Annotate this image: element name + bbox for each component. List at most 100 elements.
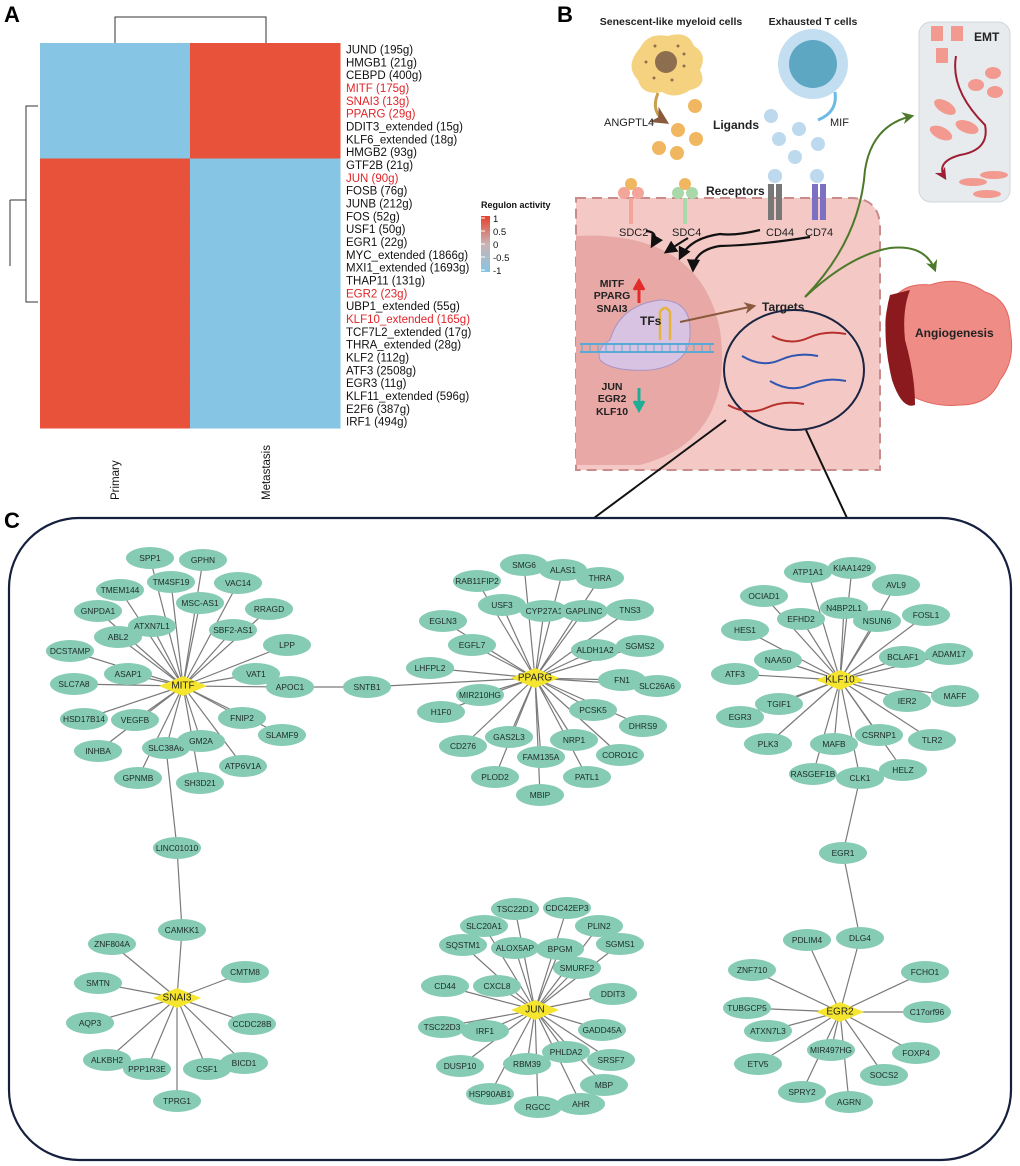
target-node[interactable]: CYP27A1 xyxy=(520,600,568,622)
target-node[interactable]: BPGM xyxy=(536,938,584,960)
target-node[interactable]: NAA50 xyxy=(754,649,802,671)
target-node[interactable]: EGFL7 xyxy=(448,634,496,656)
target-node[interactable]: GM2A xyxy=(177,730,225,752)
target-node[interactable]: CD276 xyxy=(439,735,487,757)
target-node[interactable]: H1F0 xyxy=(417,701,465,723)
target-node[interactable]: DCSTAMP xyxy=(46,640,94,662)
target-node[interactable]: GADD45A xyxy=(578,1019,626,1041)
target-node[interactable]: ALDH1A2 xyxy=(571,639,619,661)
target-node[interactable]: PCSK5 xyxy=(569,699,617,721)
target-node[interactable]: ABL2 xyxy=(94,626,142,648)
target-node[interactable]: CAMKK1 xyxy=(158,919,206,941)
target-node[interactable]: GPHN xyxy=(179,549,227,571)
target-node[interactable]: THRA xyxy=(576,567,624,589)
target-node[interactable]: SMTN xyxy=(74,972,122,994)
target-node[interactable]: SBF2-AS1 xyxy=(209,619,257,641)
target-node[interactable]: ATP6V1A xyxy=(219,755,267,777)
target-node[interactable]: CSRNP1 xyxy=(855,724,903,746)
target-node[interactable]: MAFF xyxy=(931,685,979,707)
target-node[interactable]: SLAMF9 xyxy=(258,724,306,746)
target-node[interactable]: RASGEF1B xyxy=(789,763,837,785)
target-node[interactable]: GPNMB xyxy=(114,767,162,789)
target-node[interactable]: SPP1 xyxy=(126,547,174,569)
target-node[interactable]: C17orf96 xyxy=(903,1001,951,1023)
target-node[interactable]: LHFPL2 xyxy=(406,657,454,679)
target-node[interactable]: DDIT3 xyxy=(589,983,637,1005)
target-node[interactable]: NSUN6 xyxy=(853,610,901,632)
target-node[interactable]: ZNF804A xyxy=(88,933,136,955)
target-node[interactable]: PLIN2 xyxy=(575,915,623,937)
target-node[interactable]: SH3D21 xyxy=(176,772,224,794)
target-node[interactable]: VEGFB xyxy=(111,709,159,731)
target-node[interactable]: GAS2L3 xyxy=(485,726,533,748)
target-node[interactable]: CSF1 xyxy=(183,1058,231,1080)
target-node[interactable]: TMEM144 xyxy=(96,579,144,601)
target-node[interactable]: FOXP4 xyxy=(892,1042,940,1064)
target-node[interactable]: BICD1 xyxy=(220,1052,268,1074)
target-node[interactable]: CLK1 xyxy=(836,767,884,789)
target-node[interactable]: DHRS9 xyxy=(619,715,667,737)
target-node[interactable]: ATP1A1 xyxy=(784,561,832,583)
target-node[interactable]: IER2 xyxy=(883,690,931,712)
target-node[interactable]: SMG6 xyxy=(500,554,548,576)
target-node[interactable]: MIR497HG xyxy=(807,1039,855,1061)
target-node[interactable]: ATF3 xyxy=(711,663,759,685)
hub-node-klf10[interactable]: KLF10 xyxy=(816,670,864,690)
target-node[interactable]: MBIP xyxy=(516,784,564,806)
target-node[interactable]: KIAA1429 xyxy=(828,557,876,579)
target-node[interactable]: PLK3 xyxy=(744,733,792,755)
target-node[interactable]: SLC26A6 xyxy=(633,675,681,697)
target-node[interactable]: SLC20A1 xyxy=(460,915,508,937)
target-node[interactable]: MIR210HG xyxy=(456,684,504,706)
target-node[interactable]: SOCS2 xyxy=(860,1064,908,1086)
target-node[interactable]: SGMS1 xyxy=(596,933,644,955)
hub-node-snai3[interactable]: SNAI3 xyxy=(153,988,201,1008)
target-node[interactable]: LPP xyxy=(263,634,311,656)
target-node[interactable]: GAPLINC xyxy=(560,600,608,622)
target-node[interactable]: CD44 xyxy=(421,975,469,997)
target-node[interactable]: TSC22D1 xyxy=(491,898,539,920)
target-node[interactable]: PPP1R3E xyxy=(123,1058,171,1080)
target-node[interactable]: DLG4 xyxy=(836,927,884,949)
target-node[interactable]: TGIF1 xyxy=(755,693,803,715)
target-node[interactable]: EGR1 xyxy=(819,842,867,864)
target-node[interactable]: MBP xyxy=(580,1074,628,1096)
target-node[interactable]: SRSF7 xyxy=(587,1049,635,1071)
target-node[interactable]: EGR3 xyxy=(716,706,764,728)
target-node[interactable]: USF3 xyxy=(478,594,526,616)
target-node[interactable]: CMTM8 xyxy=(221,961,269,983)
target-node[interactable]: LINC01010 xyxy=(153,837,201,859)
target-node[interactable]: PDLIM4 xyxy=(783,929,831,951)
target-node[interactable]: FNIP2 xyxy=(218,707,266,729)
target-node[interactable]: TSC22D3 xyxy=(418,1016,466,1038)
target-node[interactable]: OCIAD1 xyxy=(740,585,788,607)
target-node[interactable]: SNTB1 xyxy=(343,676,391,698)
target-node[interactable]: PLOD2 xyxy=(471,766,519,788)
target-node[interactable]: SQSTM1 xyxy=(439,934,487,956)
target-node[interactable]: ALOX5AP xyxy=(491,937,539,959)
target-node[interactable]: CORO1C xyxy=(596,744,644,766)
target-node[interactable]: AHR xyxy=(557,1093,605,1115)
target-node[interactable]: EGLN3 xyxy=(419,610,467,632)
target-node[interactable]: ALAS1 xyxy=(539,559,587,581)
target-node[interactable]: FOSL1 xyxy=(902,604,950,626)
target-node[interactable]: FCHO1 xyxy=(901,961,949,983)
target-node[interactable]: ETV5 xyxy=(734,1053,782,1075)
target-node[interactable]: IRF1 xyxy=(461,1020,509,1042)
hub-node-mitf[interactable]: MITF xyxy=(159,676,207,696)
target-node[interactable]: DUSP10 xyxy=(436,1055,484,1077)
target-node[interactable]: TUBGCP5 xyxy=(723,997,771,1019)
hub-node-pparg[interactable]: PPARG xyxy=(511,668,559,688)
target-node[interactable]: RGCC xyxy=(514,1096,562,1118)
target-node[interactable]: TNS3 xyxy=(606,599,654,621)
hub-node-jun[interactable]: JUN xyxy=(511,1000,559,1020)
target-node[interactable]: TLR2 xyxy=(908,729,956,751)
target-node[interactable]: TPRG1 xyxy=(153,1090,201,1112)
target-node[interactable]: RAB11FIP2 xyxy=(453,570,501,592)
target-node[interactable]: APOC1 xyxy=(266,676,314,698)
target-node[interactable]: AVL9 xyxy=(872,574,920,596)
target-node[interactable]: INHBA xyxy=(74,740,122,762)
target-node[interactable]: ADAM17 xyxy=(925,643,973,665)
target-node[interactable]: BCLAF1 xyxy=(879,646,927,668)
target-node[interactable]: VAT1 xyxy=(232,663,280,685)
